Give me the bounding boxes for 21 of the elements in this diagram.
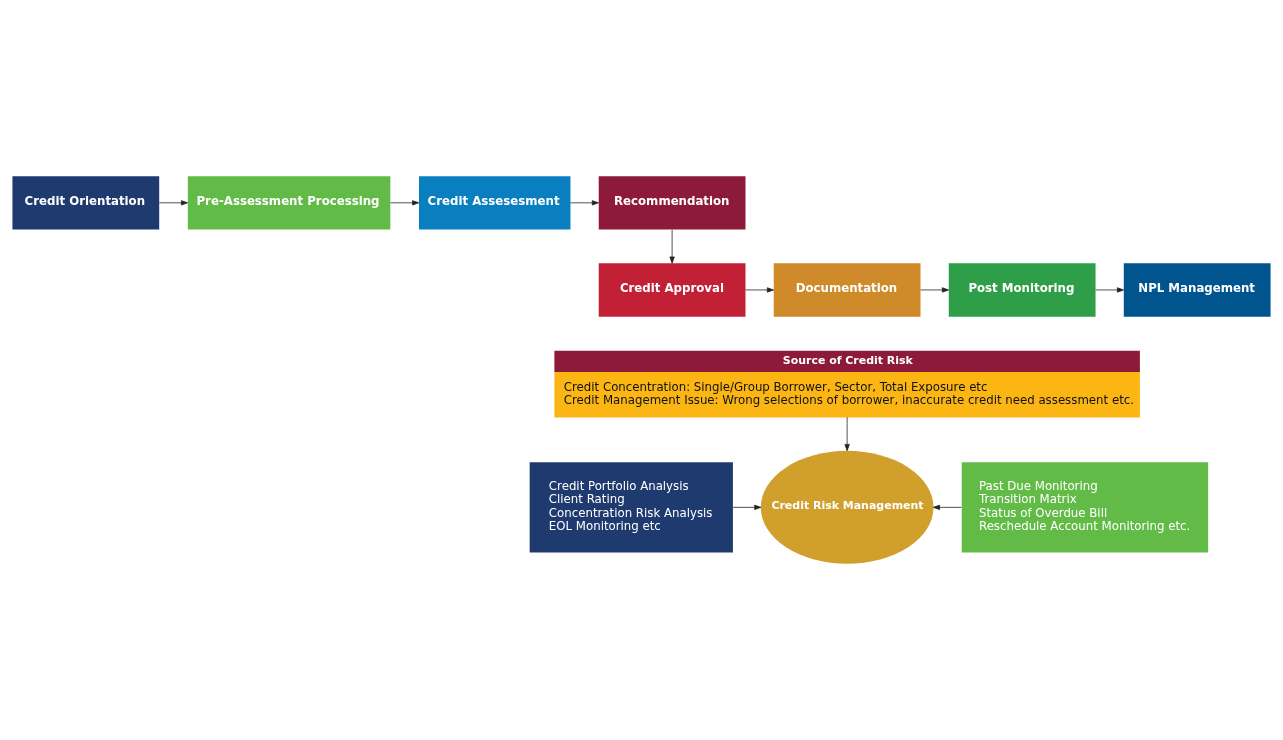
node-box: Past Due Monitoring Transition Matrix Status of Overdue Bill Reschedule Account Monitoring etc. [961, 462, 1209, 553]
node-box: Credit Portfolio Analysis Client Rating Concentration Risk Analysis EOL Monitoring etc [529, 462, 733, 553]
arrow [732, 504, 762, 510]
arrow [844, 416, 850, 452]
node-box: Recommendation [598, 176, 746, 230]
arrow [932, 504, 962, 510]
node-box: Credit Approval [598, 263, 746, 317]
arrow [158, 200, 189, 206]
node-box: Credit Orientation [12, 176, 160, 230]
node-box: Credit Assesesment [419, 176, 571, 230]
arrow [920, 287, 949, 293]
node-box: Post Monitoring [948, 263, 1096, 317]
node-box: Documentation [773, 263, 921, 317]
node-box: NPL Management [1123, 263, 1271, 317]
arrow [570, 200, 599, 206]
arrow [390, 200, 420, 206]
arrow [1095, 287, 1124, 293]
arrow [745, 287, 774, 293]
node-ellipse: Credit Risk Management [760, 450, 934, 564]
arrow [669, 229, 675, 264]
node-box: Pre-Assessment Processing [187, 176, 391, 230]
